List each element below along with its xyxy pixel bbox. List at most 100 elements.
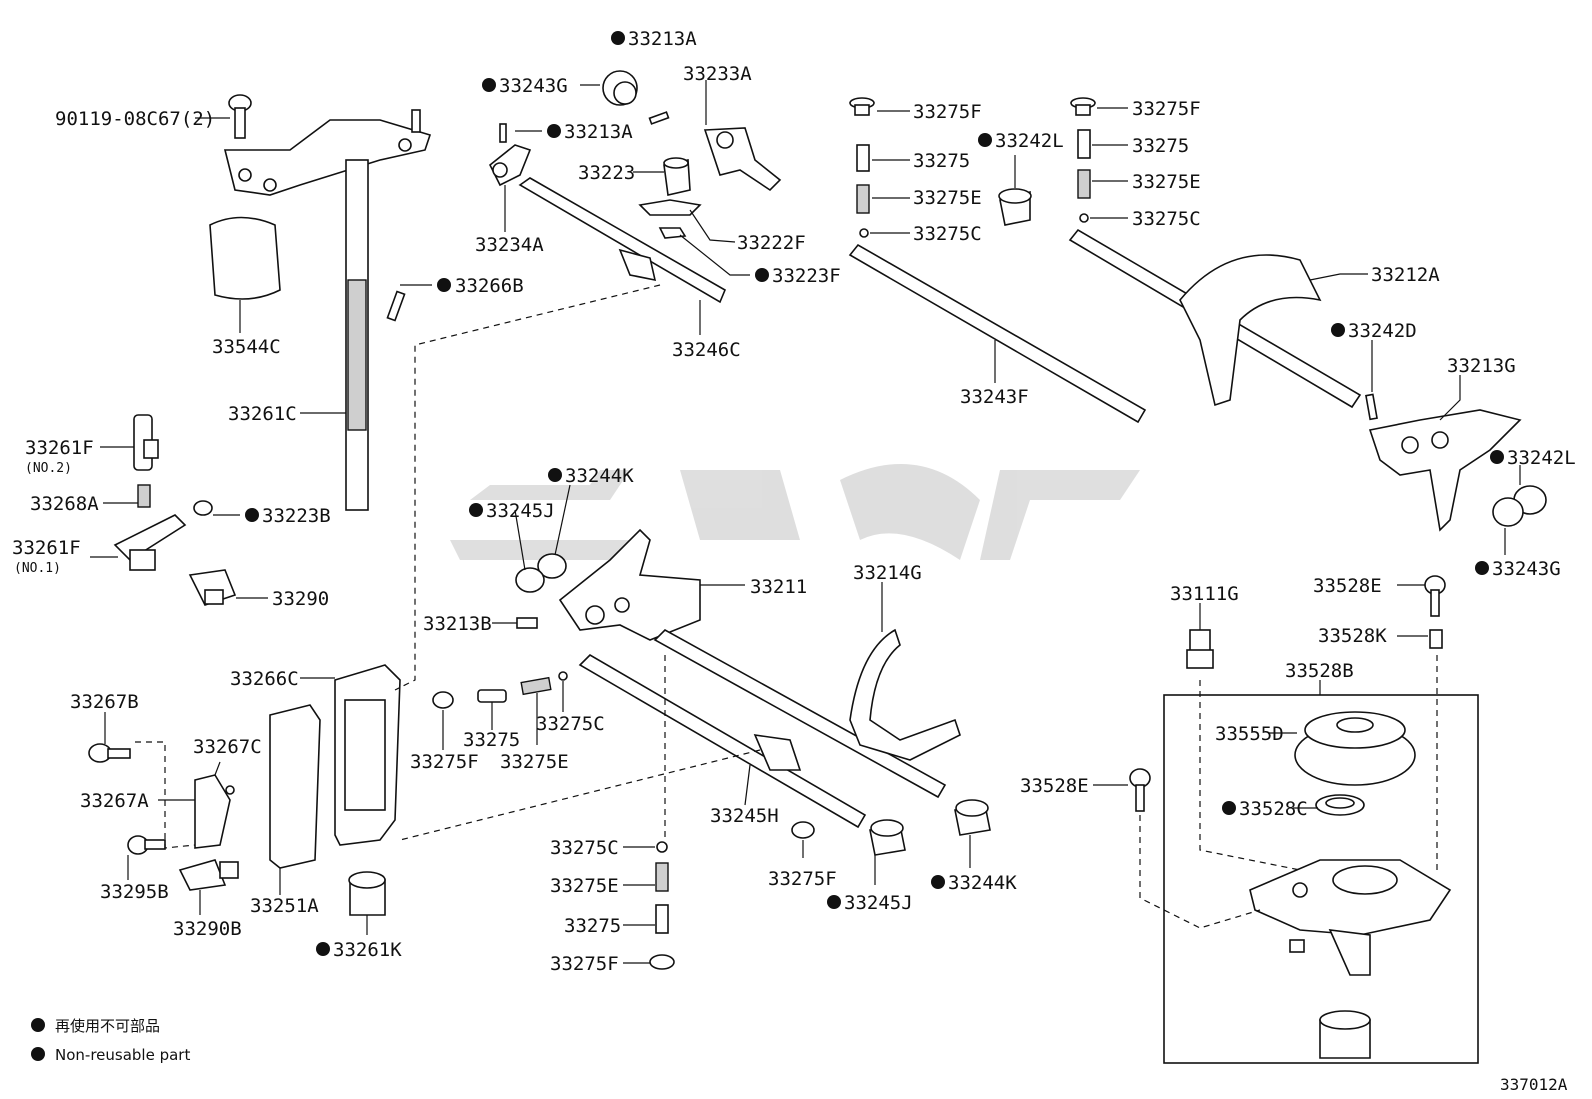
label-33243g-top: 33243G bbox=[499, 75, 568, 97]
spring-33275E-b bbox=[1077, 169, 1091, 199]
label-33211: 33211 bbox=[750, 576, 807, 598]
label-33245j-bot: 33245J bbox=[844, 892, 913, 914]
pin-33213A-top bbox=[648, 111, 670, 125]
ball-33275C-c bbox=[558, 671, 568, 681]
label-33275-b: 33275 bbox=[1132, 135, 1189, 157]
non-reusable-mark bbox=[437, 278, 451, 292]
plate-33223F bbox=[658, 227, 687, 239]
label-33245j-top: 33245J bbox=[486, 500, 555, 522]
fork-33211 bbox=[558, 528, 701, 641]
bushing-33245J-top bbox=[515, 567, 545, 593]
non-reusable-mark bbox=[978, 133, 992, 147]
pin-33275-b bbox=[1077, 129, 1091, 159]
label-33528k: 33528K bbox=[1318, 625, 1387, 647]
label-33528e-left: 33528E bbox=[1020, 775, 1089, 797]
label-no2: (NO.2) bbox=[25, 461, 72, 476]
label-33213a-mid: 33213A bbox=[564, 121, 633, 143]
spring-33275E-d bbox=[655, 862, 669, 892]
label-33528b: 33528B bbox=[1285, 660, 1354, 682]
label-33213g: 33213G bbox=[1447, 355, 1516, 377]
plug-33275F-c bbox=[432, 691, 454, 709]
label-33213b: 33213B bbox=[423, 613, 492, 635]
retainer-base bbox=[1249, 859, 1452, 976]
label-33251a: 33251A bbox=[250, 895, 319, 917]
bushing-33261K bbox=[348, 871, 386, 916]
bushing-33244K-top bbox=[537, 553, 567, 579]
label-33111g: 33111G bbox=[1170, 583, 1239, 605]
pin-33275-a bbox=[856, 144, 870, 172]
label-33244k-top: 33244K bbox=[565, 465, 634, 487]
legend-en: Non-reusable part bbox=[55, 1046, 190, 1064]
bushing-33244K-bot bbox=[954, 799, 991, 836]
label-33242d: 33242D bbox=[1348, 320, 1417, 342]
label-33267c: 33267C bbox=[193, 736, 262, 758]
label-33261k: 33261K bbox=[333, 939, 402, 961]
label-33214g: 33214G bbox=[853, 562, 922, 584]
shift-head-33234A bbox=[488, 144, 532, 187]
label-33275c-c: 33275C bbox=[536, 713, 605, 735]
label-33275c-d: 33275C bbox=[550, 837, 619, 859]
oring-33223B bbox=[193, 500, 213, 516]
pin-33275-d bbox=[655, 904, 669, 934]
label-33528e-top: 33528E bbox=[1313, 575, 1382, 597]
label-33290b: 33290B bbox=[173, 918, 242, 940]
bushing-33243G bbox=[602, 70, 638, 106]
pin-33267C bbox=[225, 785, 235, 795]
label-33261f-no2: 33261F bbox=[25, 437, 94, 459]
bolt-90119 bbox=[228, 94, 252, 139]
shift-lever-housing-bracket bbox=[223, 109, 432, 196]
diagram-code: 337012A bbox=[1500, 1075, 1568, 1094]
label-33295b: 33295B bbox=[100, 881, 169, 903]
plug-33275F-e bbox=[791, 821, 815, 839]
label-33275c-b: 33275C bbox=[1132, 208, 1201, 230]
label-33266c: 33266C bbox=[230, 668, 299, 690]
shift-head-33233A bbox=[703, 127, 782, 192]
shift-housing-33266C bbox=[334, 664, 401, 846]
label-33275f-b: 33275F bbox=[1132, 98, 1201, 120]
spring-33268A bbox=[137, 484, 151, 508]
non-reusable-mark bbox=[547, 124, 561, 138]
non-reusable-mark bbox=[827, 895, 841, 909]
fork-shaft-33243F bbox=[848, 243, 1147, 424]
label-33243f: 33243F bbox=[960, 386, 1029, 408]
bolt-33295B bbox=[127, 835, 166, 855]
non-reusable-mark bbox=[755, 268, 769, 282]
label-33213a-top: 33213A bbox=[628, 28, 697, 50]
label-33275e-d: 33275E bbox=[550, 875, 619, 897]
bolt-33528E-top bbox=[1424, 575, 1446, 617]
ball-33275C-d bbox=[656, 841, 668, 853]
non-reusable-mark bbox=[1475, 561, 1489, 575]
label-33261f-no1: 33261F bbox=[12, 537, 81, 559]
label-33245h: 33245H bbox=[710, 805, 779, 827]
label-33223f: 33223F bbox=[772, 265, 841, 287]
plug-33111G bbox=[1186, 629, 1214, 669]
label-33234a: 33234A bbox=[475, 234, 544, 256]
label-33212a: 33212A bbox=[1371, 264, 1440, 286]
leader-lines bbox=[90, 80, 1521, 964]
legend-dot-en bbox=[31, 1047, 45, 1061]
label-33275-a: 33275 bbox=[913, 150, 970, 172]
watermark-logo bbox=[450, 464, 1140, 560]
plate-33267A bbox=[194, 774, 231, 849]
label-33242l-top: 33242L bbox=[995, 130, 1064, 152]
label-33267a: 33267A bbox=[80, 790, 149, 812]
switch-33290B bbox=[178, 859, 239, 891]
plug-33275F-d bbox=[649, 954, 675, 970]
label-33244k-bot: 33244K bbox=[948, 872, 1017, 894]
shift-shaft-33261C bbox=[345, 159, 369, 511]
label-33275-d: 33275 bbox=[564, 915, 621, 937]
pin-33266B bbox=[386, 290, 406, 322]
bushing-33245J-bot bbox=[869, 819, 906, 856]
legend-dot-jp bbox=[31, 1018, 45, 1032]
non-reusable-mark bbox=[931, 875, 945, 889]
label-33275e-a: 33275E bbox=[913, 187, 982, 209]
label-33268a: 33268A bbox=[30, 493, 99, 515]
seal-33528C bbox=[1315, 794, 1365, 816]
plug-33275F-b bbox=[1070, 97, 1096, 116]
fork-33213G bbox=[1368, 409, 1522, 532]
label-no1: (NO.1) bbox=[14, 561, 61, 576]
pin-33242D bbox=[1365, 393, 1378, 421]
spring-33275E-c bbox=[520, 676, 552, 696]
label-33528c: 33528C bbox=[1239, 798, 1308, 820]
cover-33544C bbox=[209, 216, 281, 300]
